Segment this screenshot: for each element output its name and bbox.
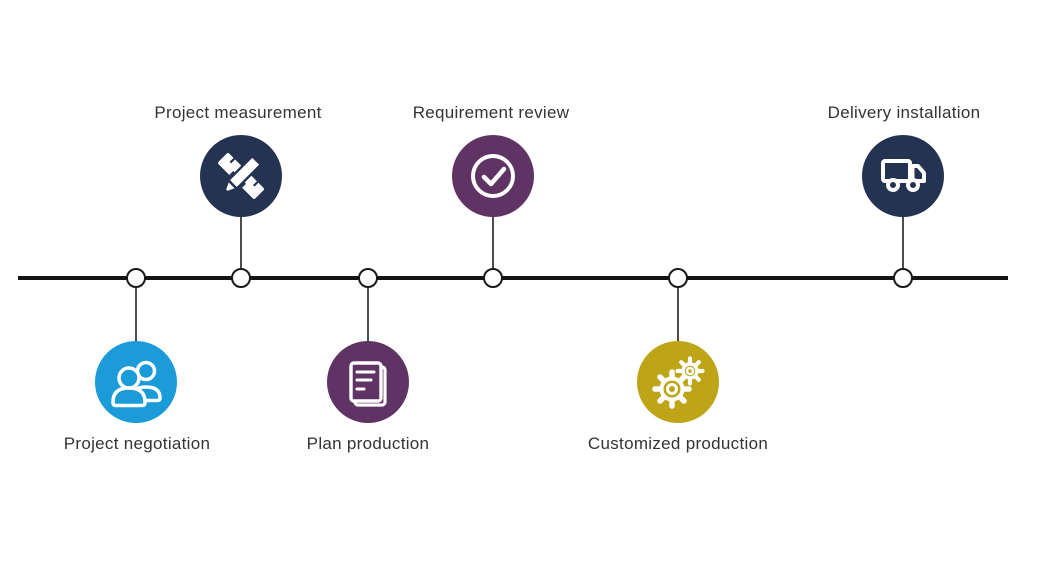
label-customized-production: Customized production <box>587 434 769 453</box>
connector-line <box>240 216 242 268</box>
timeline-node <box>231 268 251 288</box>
people-icon <box>95 341 177 423</box>
label-project-measurement: Project measurement <box>154 103 322 122</box>
connector-line <box>677 288 679 341</box>
timeline-axis <box>18 276 1008 280</box>
timeline-node <box>483 268 503 288</box>
timeline-node <box>126 268 146 288</box>
label-plan-production: Plan production <box>306 434 430 453</box>
bubble-circle <box>862 135 944 217</box>
connector-line <box>135 288 137 341</box>
timeline-node <box>358 268 378 288</box>
connector-line <box>492 216 494 268</box>
label-delivery-installation: Delivery installation <box>827 103 981 122</box>
document-icon <box>327 341 409 423</box>
label-requirement-review: Requirement review <box>412 103 570 122</box>
connector-line <box>902 216 904 268</box>
label-project-negotiation: Project negotiation <box>63 434 211 453</box>
ruler-pencil-icon <box>200 135 282 217</box>
timeline-node <box>668 268 688 288</box>
check-circle-icon <box>452 135 534 217</box>
truck-icon <box>862 135 944 217</box>
connector-line <box>367 288 369 341</box>
timeline-node <box>893 268 913 288</box>
bubble-circle <box>452 135 534 217</box>
gears-icon <box>637 341 719 423</box>
